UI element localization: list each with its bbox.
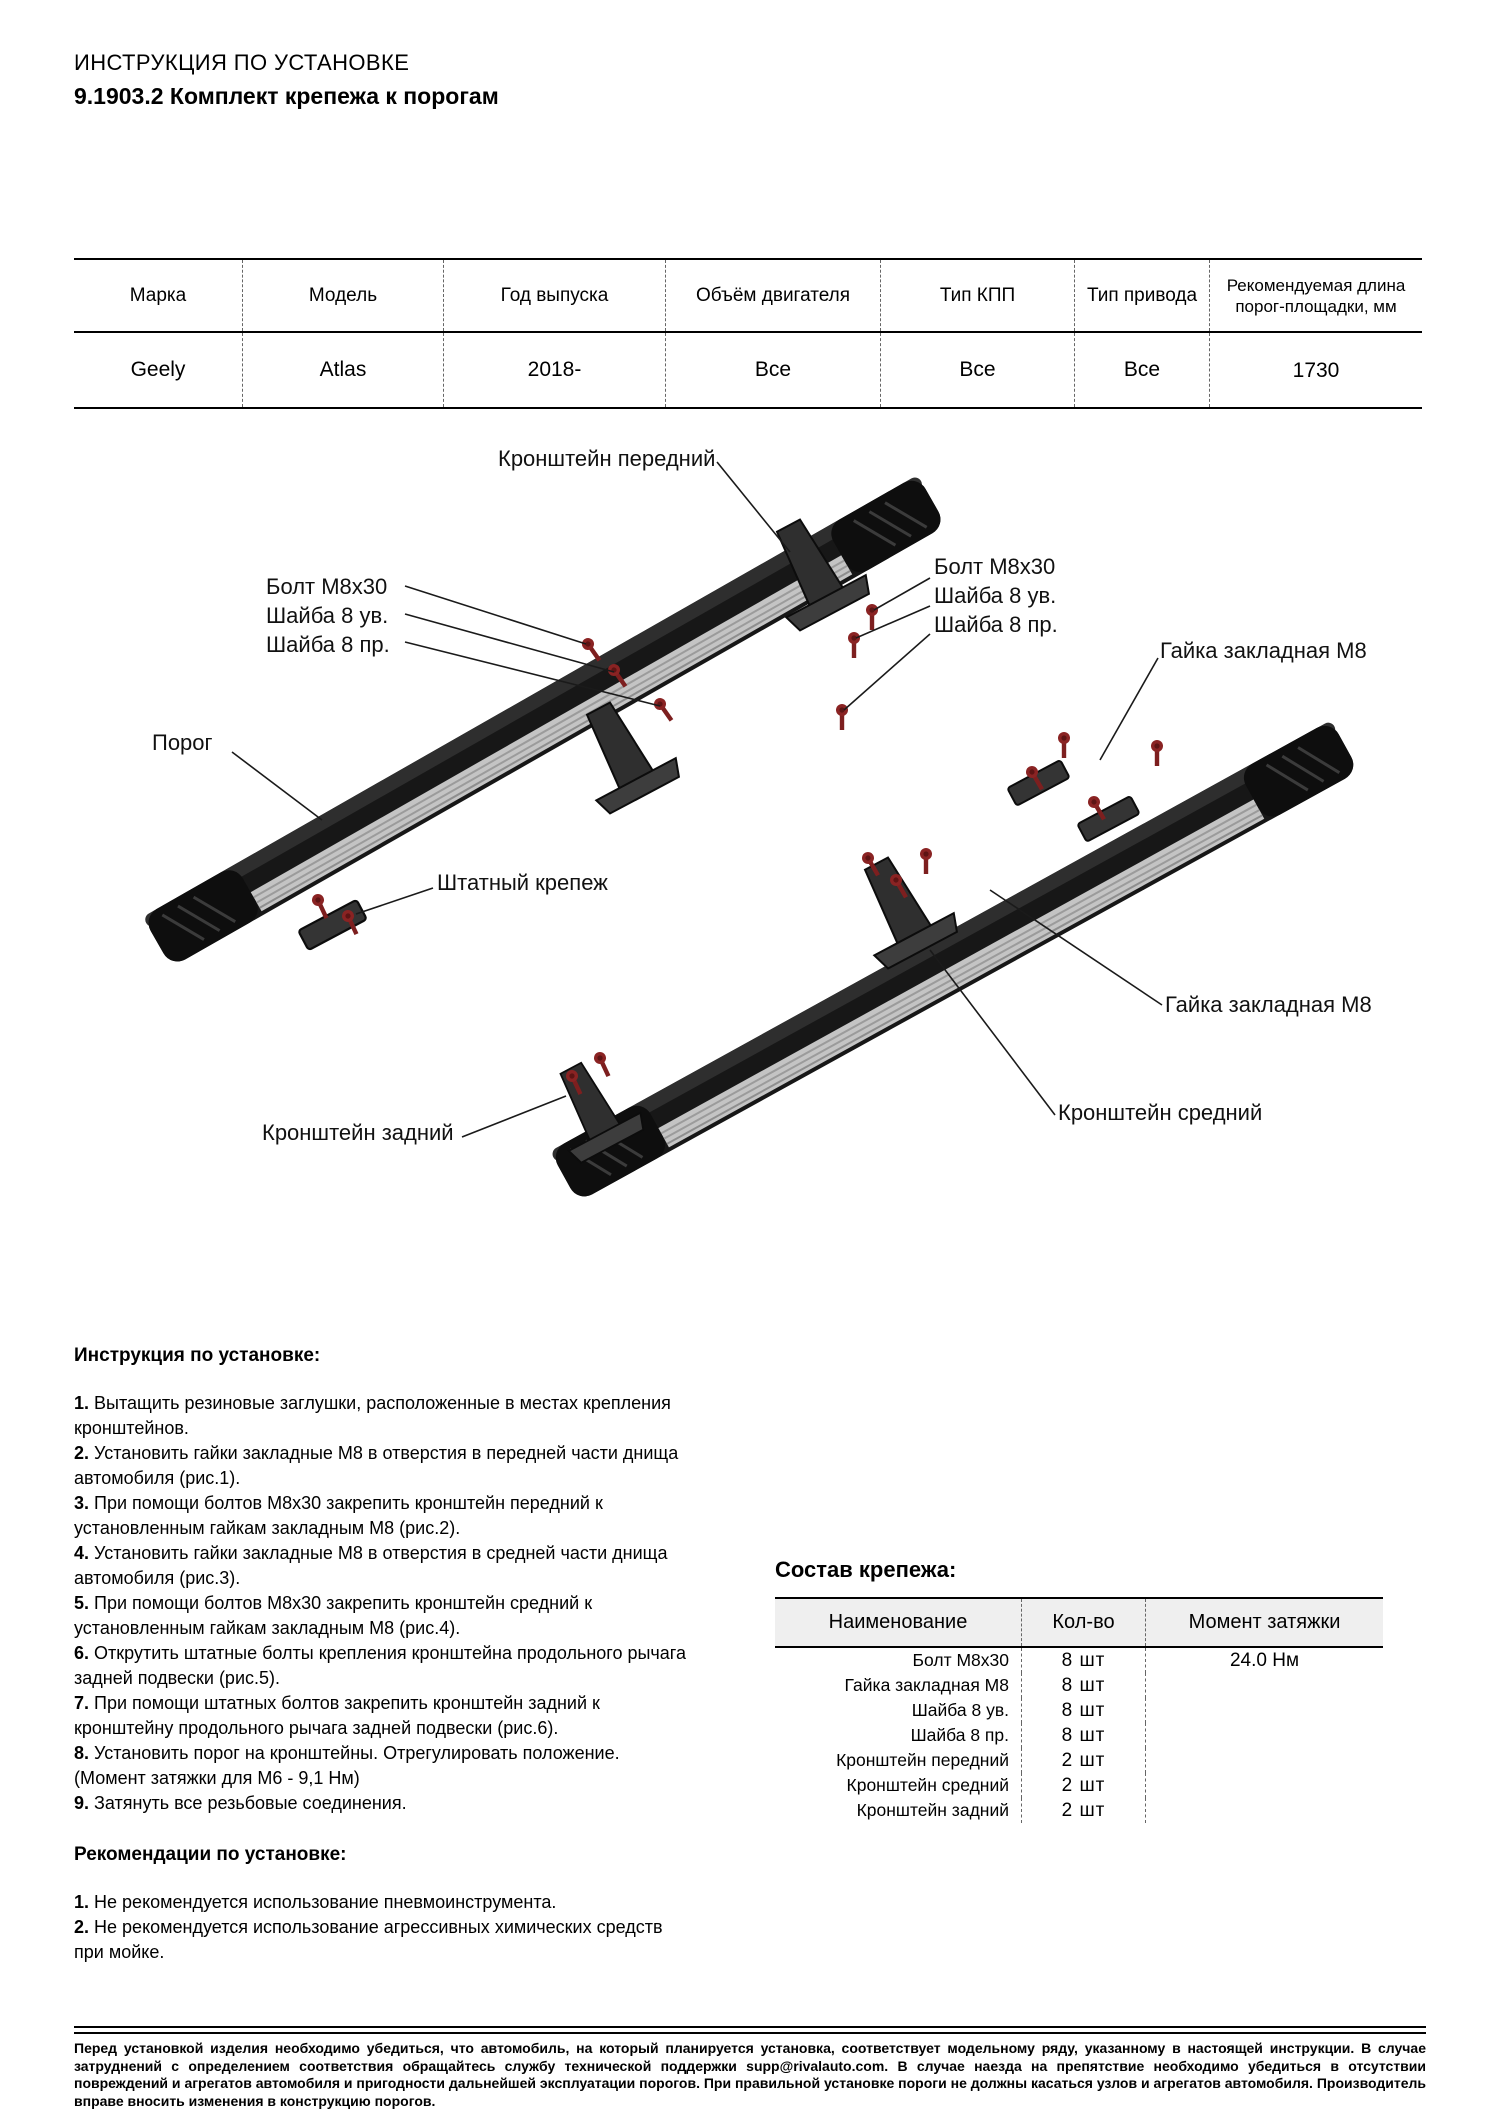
- label-bracket-rear: Кронштейн задний: [262, 1120, 454, 1145]
- hardware-header-name: Наименование: [828, 1611, 968, 1633]
- hardware-header-qty: Кол-во: [1021, 1599, 1145, 1646]
- instructions-section: Инструкция по установке: 1. Вытащить рез…: [74, 1345, 694, 1965]
- footer-rule: [74, 2026, 1426, 2028]
- hardware-row: Болт М8х30 8 шт 24.0 Нм: [775, 1648, 1383, 1673]
- hardware-row: Шайба 8 пр. 8 шт: [775, 1723, 1383, 1748]
- leader-lines: [231, 461, 1163, 1138]
- recommendations-title: Рекомендации по установке:: [74, 1844, 347, 1865]
- vehicle-spec-table: Марка Модель Год выпуска Объём двигателя…: [74, 258, 1422, 409]
- hardware-header-torque: Момент затяжки: [1145, 1599, 1383, 1646]
- recommendation-item: 2. Не рекомендуется использование агресс…: [74, 1917, 663, 1962]
- spec-header-cell: Рекомендуемая длина порог-площадки, мм: [1209, 260, 1422, 331]
- hardware-row: Шайба 8 ув. 8 шт: [775, 1698, 1383, 1723]
- instruction-item: 8. Установить порог на кронштейны. Отрег…: [74, 1743, 620, 1788]
- label-sill: Порог: [152, 730, 213, 755]
- instruction-item: 3. При помощи болтов М8х30 закрепить кро…: [74, 1493, 603, 1538]
- doc-title: ИНСТРУКЦИЯ ПО УСТАНОВКЕ: [74, 50, 410, 75]
- hardware-row: Кронштейн средний 2 шт: [775, 1773, 1383, 1798]
- spec-value-cell: 1730: [1209, 333, 1422, 407]
- spec-header-cell: Модель: [242, 260, 443, 331]
- label-bolt: Болт М8х30: [266, 574, 388, 599]
- stock-fastener-plate: [297, 898, 368, 952]
- instruction-item: 4. Установить гайки закладные М8 в отвер…: [74, 1543, 668, 1588]
- label-washer-flat: Шайба 8 пр.: [266, 632, 390, 657]
- footer: Перед установкой изделия необходимо убед…: [74, 2026, 1426, 2122]
- bolt-set: [310, 604, 1163, 1097]
- spec-value-cell: 2018-: [443, 333, 665, 407]
- label-bolt-group-right: Болт М8х30 Шайба 8 ув. Шайба 8 пр.: [934, 552, 1058, 639]
- hardware-section: Состав крепежа: Наименование Кол-во Моме…: [775, 1557, 1383, 1823]
- label-nut-bottom: Гайка закладная М8: [1165, 992, 1372, 1017]
- recommendation-item: 1. Не рекомендуется использование пневмо…: [74, 1892, 557, 1912]
- label-nut-top: Гайка закладная М8: [1160, 638, 1367, 663]
- spec-header-cell: Объём двигателя: [665, 260, 880, 331]
- spec-value-cell: Все: [880, 333, 1074, 407]
- document-header: ИНСТРУКЦИЯ ПО УСТАНОВКЕ 9.1903.2 Комплек…: [74, 50, 499, 110]
- footer-disclaimer: Перед установкой изделия необходимо убед…: [74, 2040, 1426, 2109]
- spec-header-row: Марка Модель Год выпуска Объём двигателя…: [74, 260, 1422, 333]
- assembly-diagram: [141, 461, 1361, 1204]
- label-washer-big: Шайба 8 ув.: [934, 583, 1057, 608]
- label-washer-big: Шайба 8 ув.: [266, 603, 389, 628]
- hardware-header-row: Наименование Кол-во Момент затяжки: [775, 1599, 1383, 1648]
- instruction-item: 1. Вытащить резиновые заглушки, располож…: [74, 1393, 671, 1438]
- running-board-rear: [548, 718, 1361, 1204]
- label-bolt: Болт М8х30: [934, 554, 1056, 579]
- label-washer-flat: Шайба 8 пр.: [934, 612, 1058, 637]
- doc-subtitle: 9.1903.2 Комплект крепежа к порогам: [74, 83, 499, 109]
- instruction-item: 6. Открутить штатные болты крепления кро…: [74, 1643, 686, 1688]
- hardware-title: Состав крепежа:: [775, 1557, 957, 1582]
- spec-header-cell: Марка: [129, 284, 187, 306]
- instruction-item: 9. Затянуть все резьбовые соединения.: [74, 1793, 407, 1813]
- spec-header-cell: Тип КПП: [880, 260, 1074, 331]
- label-bolt-group-left: Болт М8х30 Шайба 8 ув. Шайба 8 пр.: [266, 572, 390, 659]
- hardware-row: Кронштейн задний 2 шт: [775, 1798, 1383, 1823]
- instruction-item: 2. Установить гайки закладные М8 в отвер…: [74, 1443, 679, 1488]
- spec-value-cell: Atlas: [242, 333, 443, 407]
- label-bracket-front: Кронштейн передний: [498, 446, 716, 471]
- hardware-row: Гайка закладная М8 8 шт: [775, 1673, 1383, 1698]
- instructions-title: Инструкция по установке:: [74, 1345, 321, 1366]
- footer-rule: [74, 2032, 1426, 2034]
- label-stock-fastener: Штатный крепеж: [437, 870, 608, 895]
- instruction-item: 5. При помощи болтов М8х30 закрепить кро…: [74, 1593, 593, 1638]
- spec-value-cell: Все: [665, 333, 880, 407]
- spec-value-cell: Geely: [130, 358, 186, 381]
- spec-header-cell: Тип привода: [1074, 260, 1209, 331]
- hardware-row: Кронштейн передний 2 шт: [775, 1748, 1383, 1773]
- hardware-table: Наименование Кол-во Момент затяжки Болт …: [775, 1597, 1383, 1823]
- instruction-item: 7. При помощи штатных болтов закрепить к…: [74, 1693, 600, 1738]
- spec-header-cell: Год выпуска: [443, 260, 665, 331]
- label-bracket-middle: Кронштейн средний: [1058, 1100, 1263, 1125]
- spec-value-cell: Все: [1074, 333, 1209, 407]
- spec-value-row: Geely Atlas 2018- Все Все Все 1730: [74, 333, 1422, 407]
